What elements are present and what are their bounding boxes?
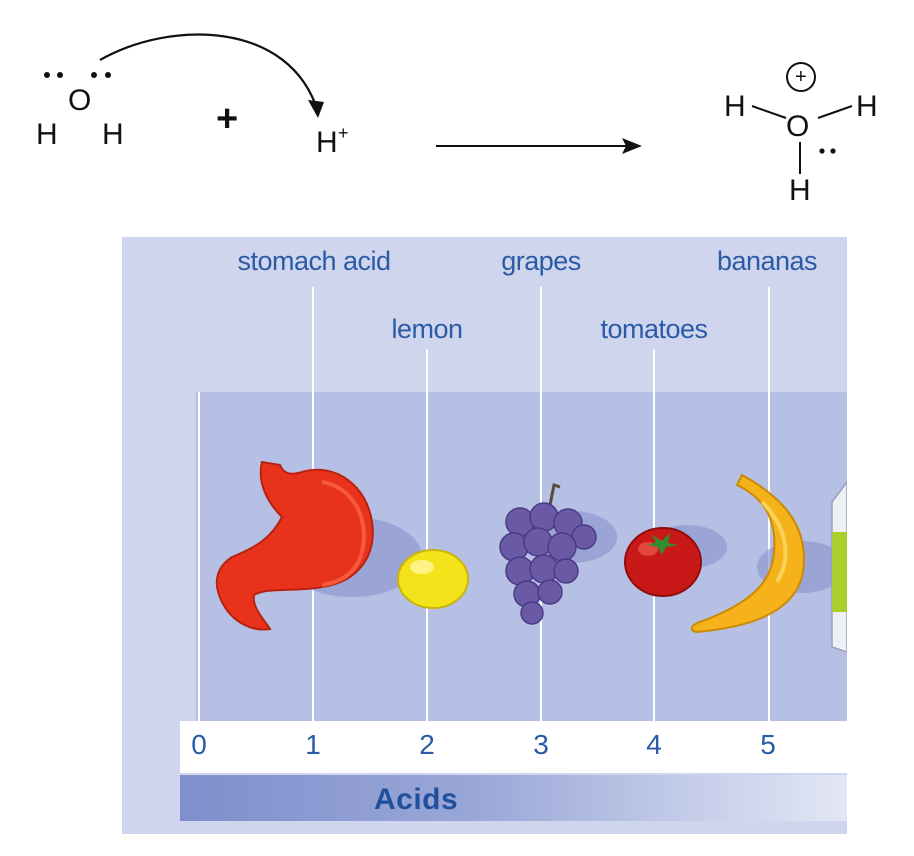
label-stomach-acid: stomach acid xyxy=(237,246,391,276)
grapes-icon xyxy=(499,483,597,625)
bond-line xyxy=(817,105,853,119)
hydronium-charge: + xyxy=(795,66,807,88)
ph-scale-panel: stomach acid lemon grapes tomatoes banan… xyxy=(122,237,847,834)
reaction-arrow-head xyxy=(622,138,642,154)
label-grapes: grapes xyxy=(501,246,581,276)
reaction-graphics xyxy=(44,33,853,174)
tick-line-2 xyxy=(426,349,428,722)
plus-sign: + xyxy=(216,98,239,140)
lone-pair-dot xyxy=(44,72,50,78)
hydronium-oxygen: O xyxy=(786,110,810,143)
acids-label: Acids xyxy=(374,783,459,816)
charge-circle xyxy=(786,62,816,92)
ph-number-4: 4 xyxy=(646,729,662,760)
label-bananas: bananas xyxy=(716,246,818,276)
hydronium-hydrogen-right: H xyxy=(856,90,878,123)
lone-pair-dot xyxy=(830,148,836,154)
ph-number-1: 1 xyxy=(305,729,321,760)
bond-line xyxy=(751,105,787,119)
milk-carton-icon xyxy=(831,480,847,653)
proton-hydrogen: H xyxy=(316,126,338,159)
ph-number-0: 0 xyxy=(191,729,207,760)
label-tomatoes: tomatoes xyxy=(600,314,708,344)
ph-number-5: 5 xyxy=(760,729,776,760)
reaction-equation: O H H + H + O H H H + xyxy=(0,0,914,225)
curved-arrow-head xyxy=(308,100,324,118)
ph-illustrations xyxy=(215,460,847,653)
tomato-icon xyxy=(624,527,702,597)
hydronium-hydrogen-left: H xyxy=(724,90,746,123)
lone-pair-dot xyxy=(91,72,97,78)
water-oxygen: O xyxy=(68,84,92,117)
tick-line-0 xyxy=(198,392,200,722)
ph-number-3: 3 xyxy=(533,729,549,760)
stomach-icon xyxy=(215,460,374,631)
lone-pair-dot xyxy=(819,148,825,154)
lone-pair-dot xyxy=(105,72,111,78)
acids-bar xyxy=(180,775,847,821)
proton-charge: + xyxy=(338,123,349,143)
ph-number-strip xyxy=(180,721,847,773)
water-hydrogen-left: H xyxy=(36,118,58,151)
lemon-icon xyxy=(397,549,469,609)
label-lemon: lemon xyxy=(391,314,463,344)
hydronium-hydrogen-bottom: H xyxy=(789,174,811,207)
ph-number-2: 2 xyxy=(419,729,435,760)
banana-icon xyxy=(690,473,805,634)
curved-arrow xyxy=(99,33,320,113)
lone-pair-dot xyxy=(57,72,63,78)
water-hydrogen-right: H xyxy=(102,118,124,151)
